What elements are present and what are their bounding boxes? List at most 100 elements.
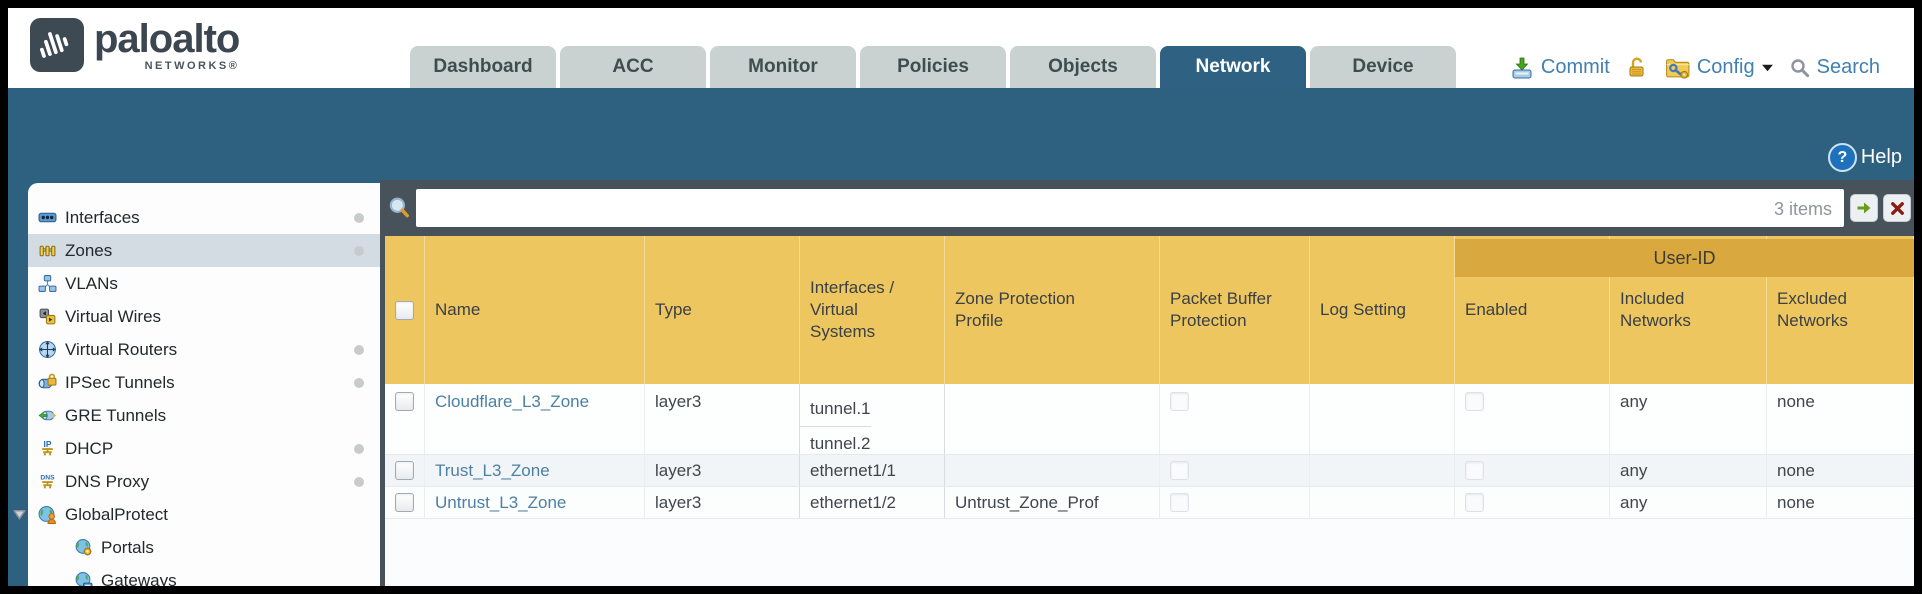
header-utilities: Commit Config Search bbox=[1509, 54, 1880, 81]
gre-tunnels-icon bbox=[38, 406, 57, 425]
sidebar-item-globalprotect[interactable]: GlobalProtect bbox=[13, 498, 380, 531]
paloalto-logo-icon bbox=[30, 18, 84, 72]
cell-interfaces: ethernet1/1 bbox=[799, 455, 945, 486]
sidebar-item-dhcp[interactable]: IP DHCP bbox=[28, 432, 380, 465]
clear-x-icon bbox=[1889, 200, 1906, 217]
tab-objects[interactable]: Objects bbox=[1010, 46, 1156, 88]
sidebar-item-ipsec-tunnels[interactable]: IPSec Tunnels bbox=[28, 366, 380, 399]
svg-text:IP: IP bbox=[44, 439, 52, 449]
item-count: 3 items bbox=[1773, 199, 1832, 219]
sidebar-item-label: Virtual Routers bbox=[65, 339, 178, 359]
interface-cell: ethernet1/2 bbox=[810, 492, 897, 512]
tab-monitor[interactable]: Monitor bbox=[710, 46, 856, 88]
packet-buffer-checkbox[interactable] bbox=[1170, 493, 1189, 512]
filter-search-icon bbox=[387, 196, 411, 220]
sidebar-item-virtual-routers[interactable]: Virtual Routers bbox=[28, 333, 380, 366]
row-checkbox[interactable] bbox=[395, 461, 414, 480]
dns-proxy-icon: DNS bbox=[38, 472, 57, 491]
row-checkbox[interactable] bbox=[395, 392, 414, 411]
portals-icon bbox=[74, 538, 93, 557]
status-dot bbox=[354, 344, 364, 355]
search-button[interactable]: Search bbox=[1789, 56, 1880, 79]
lock-icon[interactable] bbox=[1625, 56, 1649, 80]
user-id-enabled-checkbox[interactable] bbox=[1465, 493, 1484, 512]
sidebar-item-label: DNS Proxy bbox=[65, 471, 150, 491]
sidebar-item-vlans[interactable]: VLANs bbox=[28, 267, 380, 300]
sidebar-item-label: Virtual Wires bbox=[65, 306, 162, 326]
cell-zone-protection-profile: Untrust_Zone_Prof bbox=[945, 487, 1160, 518]
sidebar-item-portals[interactable]: Portals bbox=[28, 531, 380, 564]
cell-excluded-networks: none bbox=[1777, 492, 1815, 512]
svg-text:DNS: DNS bbox=[40, 474, 55, 481]
sidebar-item-label: Gateways bbox=[101, 570, 177, 587]
cell-log-setting bbox=[1310, 487, 1455, 518]
zone-name-link[interactable]: Untrust_L3_Zone bbox=[435, 492, 567, 512]
sidebar-item-label: Portals bbox=[101, 537, 154, 557]
zones-icon bbox=[38, 241, 57, 260]
packet-buffer-checkbox[interactable] bbox=[1170, 392, 1189, 411]
help-label: Help bbox=[1860, 146, 1902, 168]
column-header-included-networks: Included Networks bbox=[1610, 236, 1767, 384]
cell-included-networks: any bbox=[1610, 487, 1767, 518]
sidebar-item-gateways[interactable]: Gateways bbox=[28, 564, 380, 586]
zone-name-link[interactable]: Trust_L3_Zone bbox=[435, 460, 550, 480]
commit-label: Commit bbox=[1540, 56, 1610, 78]
sidebar-item-label: DHCP bbox=[65, 438, 114, 458]
dhcp-icon: IP bbox=[38, 439, 57, 458]
interface-cell: tunnel.1 bbox=[800, 392, 871, 427]
config-menu[interactable]: Config bbox=[1664, 54, 1774, 81]
select-all-checkbox[interactable] bbox=[395, 300, 414, 320]
user-id-enabled-checkbox[interactable] bbox=[1465, 461, 1484, 480]
column-header-type: Type bbox=[645, 236, 800, 384]
tab-dashboard[interactable]: Dashboard bbox=[410, 46, 556, 88]
cell-log-setting bbox=[1310, 384, 1455, 454]
sidebar-item-virtual-wires[interactable]: Virtual Wires bbox=[28, 300, 380, 333]
sidebar-item-dns-proxy[interactable]: DNS DNS Proxy bbox=[28, 465, 380, 498]
cell-zone-protection-profile bbox=[945, 384, 1160, 454]
brand-text: paloalto NETWORKS® bbox=[94, 16, 240, 72]
brand-wordmark: paloalto bbox=[94, 16, 240, 61]
sidebar-item-label: GlobalProtect bbox=[65, 504, 168, 524]
clear-filter-button[interactable] bbox=[1883, 194, 1911, 222]
sidebar-item-interfaces[interactable]: Interfaces bbox=[28, 201, 380, 234]
column-header-name: Name bbox=[425, 236, 645, 384]
cell-included-networks: any bbox=[1610, 455, 1767, 486]
tab-device[interactable]: Device bbox=[1310, 46, 1456, 88]
cell-excluded-networks: none bbox=[1777, 392, 1815, 411]
zone-name-link[interactable]: Cloudflare_L3_Zone bbox=[435, 392, 590, 411]
filter-bar: 3 items bbox=[380, 180, 1914, 236]
commit-button[interactable]: Commit bbox=[1509, 55, 1610, 81]
ipsec-tunnels-icon bbox=[38, 373, 57, 392]
tab-policies[interactable]: Policies bbox=[860, 46, 1006, 88]
sidebar-item-label: IPSec Tunnels bbox=[65, 372, 175, 392]
sidebar-item-gre-tunnels[interactable]: GRE Tunnels bbox=[28, 399, 380, 432]
packet-buffer-checkbox[interactable] bbox=[1170, 461, 1189, 480]
row-checkbox[interactable] bbox=[395, 493, 414, 512]
cell-included-networks: any bbox=[1610, 384, 1767, 454]
cell-interfaces: ethernet1/2 bbox=[799, 487, 945, 518]
gateways-icon bbox=[74, 571, 93, 586]
interface-cell: tunnel.2 bbox=[800, 427, 871, 454]
apply-filter-button[interactable] bbox=[1850, 194, 1878, 222]
expander-icon[interactable] bbox=[12, 507, 27, 522]
virtual-routers-icon bbox=[38, 340, 57, 359]
user-id-enabled-checkbox[interactable] bbox=[1465, 392, 1484, 411]
vlans-icon bbox=[38, 274, 57, 293]
tab-network[interactable]: Network bbox=[1160, 46, 1306, 88]
cell-zone-protection-profile bbox=[945, 455, 1160, 486]
filter-input[interactable] bbox=[416, 189, 1844, 227]
status-dot bbox=[354, 443, 364, 454]
help-button[interactable]: Help bbox=[1827, 143, 1902, 172]
tab-acc[interactable]: ACC bbox=[560, 46, 706, 88]
user-id-group-header: User-ID bbox=[1455, 239, 1914, 277]
sidebar-item-zones[interactable]: Zones bbox=[28, 234, 380, 267]
column-header-enabled: Enabled bbox=[1455, 236, 1610, 384]
globalprotect-icon bbox=[38, 505, 57, 524]
